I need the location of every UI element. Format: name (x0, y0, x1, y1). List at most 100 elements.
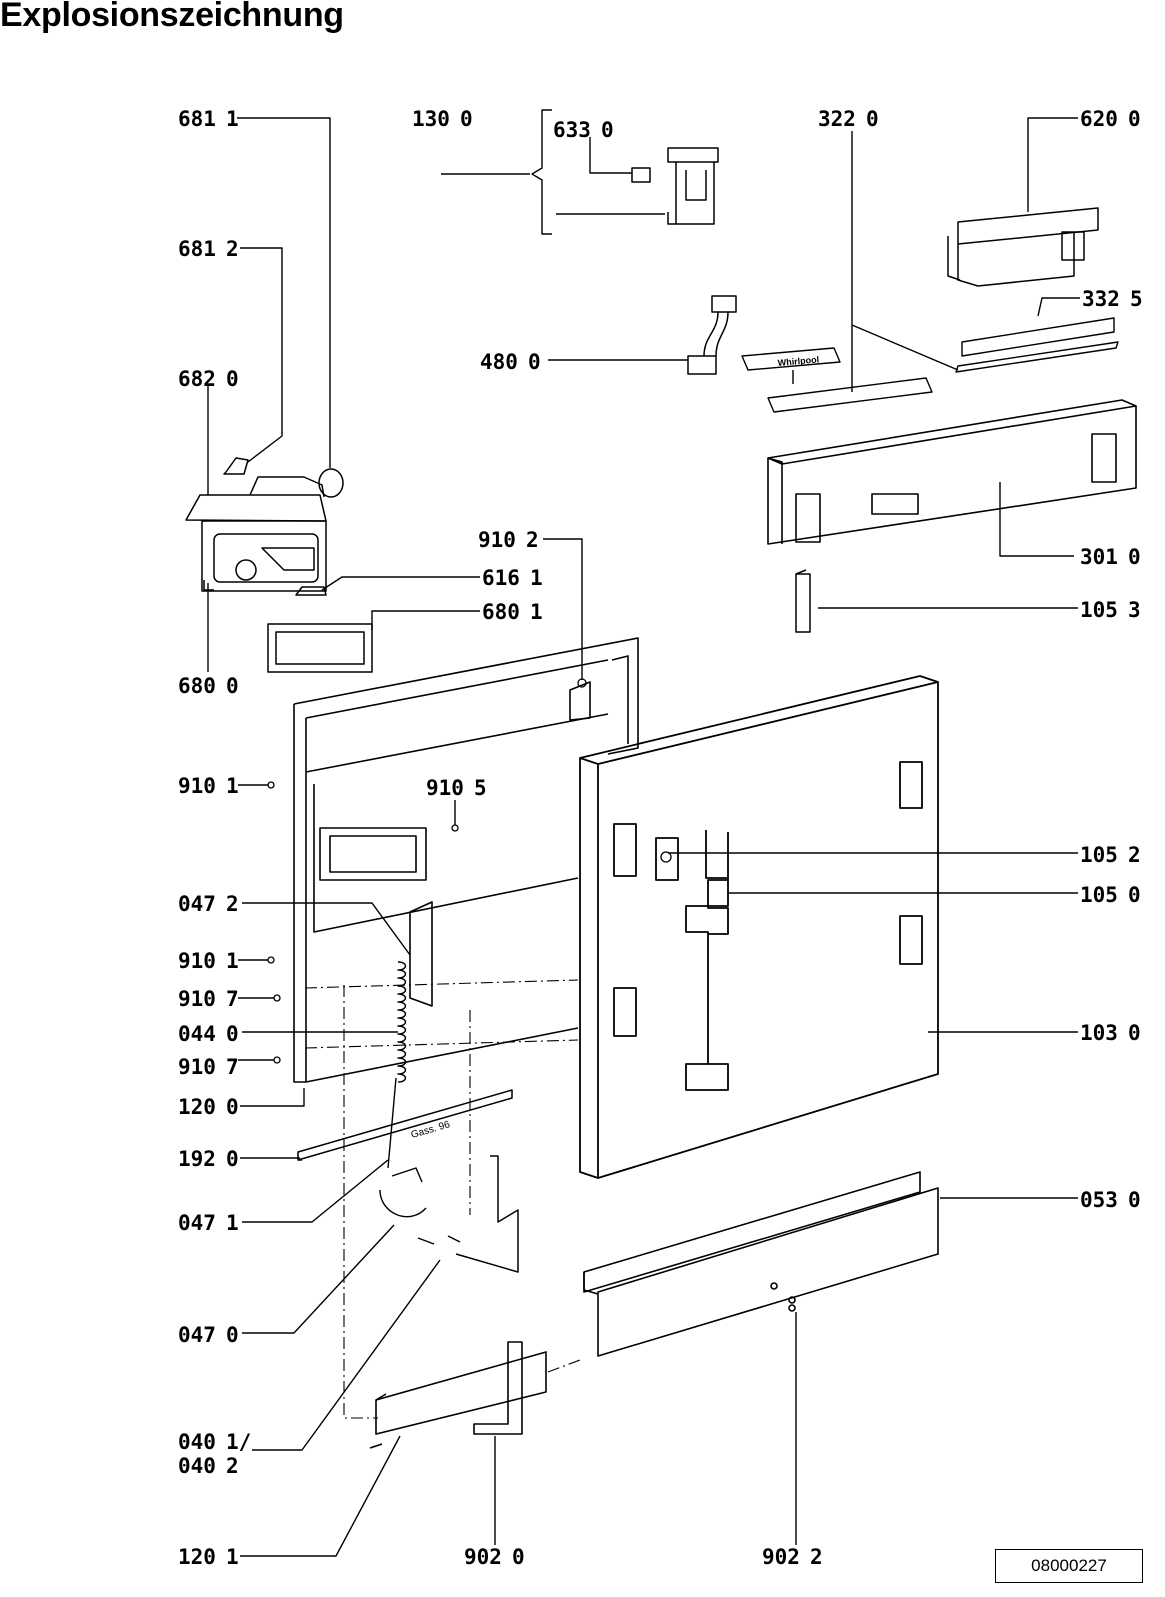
callout-code: 910 (178, 774, 216, 798)
gass-mark-text: Gass. 96 (410, 1119, 452, 1141)
callout-sub: 2 (226, 237, 239, 261)
callout-code: 910 (178, 1055, 216, 1079)
callout-code: 681 (178, 107, 216, 131)
callout-047-2: 047 2 (178, 892, 239, 916)
callout-sub: 5 (1130, 287, 1143, 311)
callout-sub: 5 (474, 776, 487, 800)
callout-code: 105 (1080, 843, 1118, 867)
callout-sub: 7 (226, 1055, 239, 1079)
callout-sub: 1/ (226, 1430, 251, 1454)
wire-harness-480 (687, 295, 737, 375)
callout-047-0: 047 0 (178, 1323, 239, 1347)
callout-code: 616 (482, 566, 520, 590)
callout-sub: 1 (226, 1545, 239, 1569)
seal-strip-192 (297, 1089, 513, 1161)
callout-902-2: 902 2 (762, 1545, 823, 1569)
callout-code: 480 (480, 350, 518, 374)
callout-code: 910 (178, 987, 216, 1011)
callout-120-1: 120 1 (178, 1545, 239, 1569)
label-plate-322 (741, 347, 933, 413)
callout-620-0: 620 0 (1080, 107, 1141, 131)
bottom-profile-053 (583, 1171, 939, 1357)
callout-code: 902 (762, 1545, 800, 1569)
callout-040-1: 040 1/ (178, 1430, 251, 1454)
callout-code: 322 (818, 107, 856, 131)
callout-681-2: 681 2 (178, 237, 239, 261)
page-title: Explosionszeichnung (0, 0, 344, 34)
callout-sub: 0 (1128, 1021, 1141, 1045)
callout-code: 120 (178, 1095, 216, 1119)
callout-code: 633 (553, 118, 591, 142)
callout-sub: 0 (226, 1323, 239, 1347)
callout-sub: 0 (226, 1147, 239, 1171)
control-panel-fascia-301 (767, 399, 1137, 545)
callout-sub: 1 (226, 774, 239, 798)
callout-code: 103 (1080, 1021, 1118, 1045)
hinge-bracket-105-3 (795, 569, 811, 633)
callout-680-0: 680 0 (178, 674, 239, 698)
inner-door-frame-120 (293, 637, 639, 1083)
callout-code: 910 (426, 776, 464, 800)
callout-sub: 3 (1128, 598, 1141, 622)
callout-code: 301 (1080, 545, 1118, 569)
callout-sub: 0 (1128, 107, 1141, 131)
callout-sub: 0 (226, 1022, 239, 1046)
callout-sub: 0 (1128, 883, 1141, 907)
callout-910-5: 910 5 (426, 776, 487, 800)
callout-code: 120 (178, 1545, 216, 1569)
door-hinge-040 (447, 1155, 519, 1273)
callout-code: 053 (1080, 1188, 1118, 1212)
callout-code: 047 (178, 1323, 216, 1347)
callout-044-0: 044 0 (178, 1022, 239, 1046)
callout-code: 620 (1080, 107, 1118, 131)
callout-sub: 7 (226, 987, 239, 1011)
callout-code: 902 (464, 1545, 502, 1569)
callout-sub: 0 (226, 674, 239, 698)
callout-332-5: 332 5 (1082, 287, 1143, 311)
callout-code: 047 (178, 892, 216, 916)
callout-902-0: 902 0 (464, 1545, 525, 1569)
callout-910-7: 910 7 (178, 1055, 239, 1079)
callout-120-0: 120 0 (178, 1095, 239, 1119)
callout-code: 040 (178, 1430, 216, 1454)
callout-code: 040 (178, 1454, 216, 1478)
callout-sub: 0 (1128, 1188, 1141, 1212)
assembly-guides (304, 979, 581, 1419)
callout-sub: 1 (226, 1211, 239, 1235)
callout-sub: 0 (460, 107, 473, 131)
callout-code: 044 (178, 1022, 216, 1046)
callout-910-7: 910 7 (178, 987, 239, 1011)
callout-sub: 0 (528, 350, 541, 374)
callout-code: 332 (1082, 287, 1120, 311)
callout-sub: 0 (512, 1545, 525, 1569)
leader-lines (207, 109, 1080, 1557)
panel-frame-680-1 (267, 623, 373, 673)
callout-code: 105 (1080, 598, 1118, 622)
callout-sub: 0 (866, 107, 879, 131)
callout-code: 681 (178, 237, 216, 261)
callout-322-0: 322 0 (818, 107, 879, 131)
callout-053-0: 053 0 (1080, 1188, 1141, 1212)
whirlpool-stamp-text: Whirlpool (777, 354, 819, 368)
callout-sub: 2 (226, 892, 239, 916)
callout-130-0: 130 0 (412, 107, 473, 131)
callout-sub: 0 (226, 1095, 239, 1119)
callout-code: 680 (178, 674, 216, 698)
callout-105-3: 105 3 (1080, 598, 1141, 622)
callout-sub: 2 (810, 1545, 823, 1569)
callout-sub: 2 (526, 528, 539, 552)
callout-code: 192 (178, 1147, 216, 1171)
outer-door-panel-103 (579, 675, 939, 1179)
callout-code: 130 (412, 107, 450, 131)
callout-sub: 1 (226, 949, 239, 973)
